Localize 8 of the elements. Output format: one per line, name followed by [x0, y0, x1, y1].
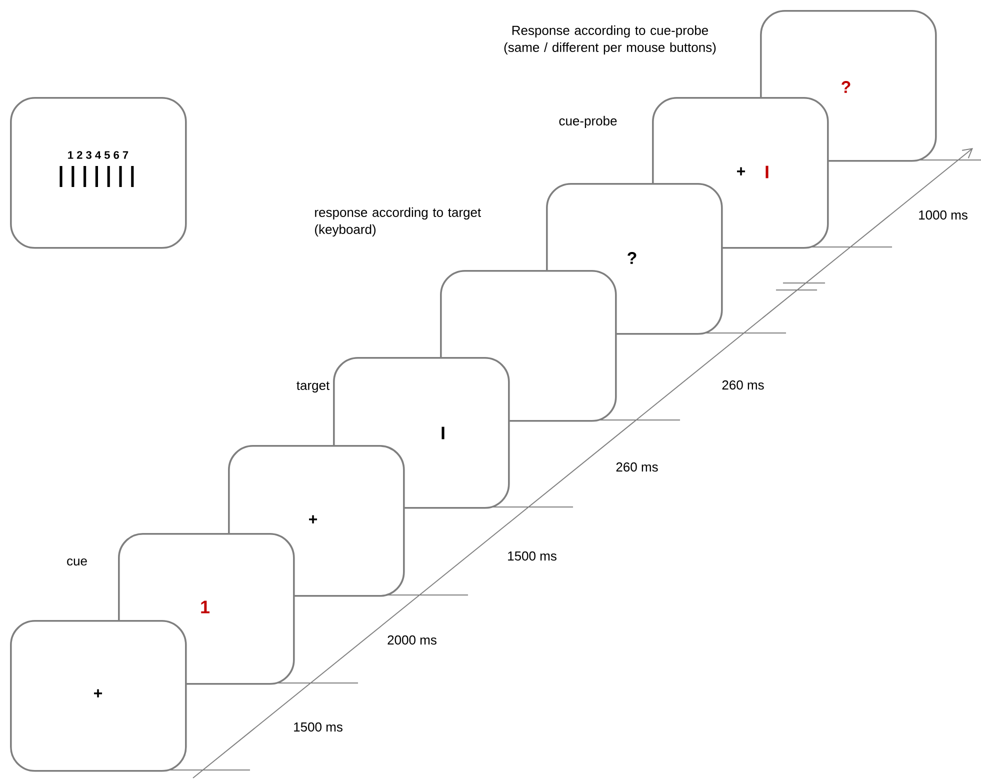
screen-caption: target	[296, 381, 330, 393]
screen-caption: cue	[67, 558, 87, 566]
scale-screen: 1 2 3 4 5 6 7	[10, 97, 187, 249]
screen-caption: cue-probe	[559, 116, 617, 128]
screen-caption: Response according to cue-probe (same / different per mouse buttons)	[504, 25, 716, 55]
screen-box: +	[10, 620, 187, 772]
duration-label: 1000 ms	[919, 210, 968, 220]
screen-caption: response according to target (keyboard)	[315, 207, 481, 237]
